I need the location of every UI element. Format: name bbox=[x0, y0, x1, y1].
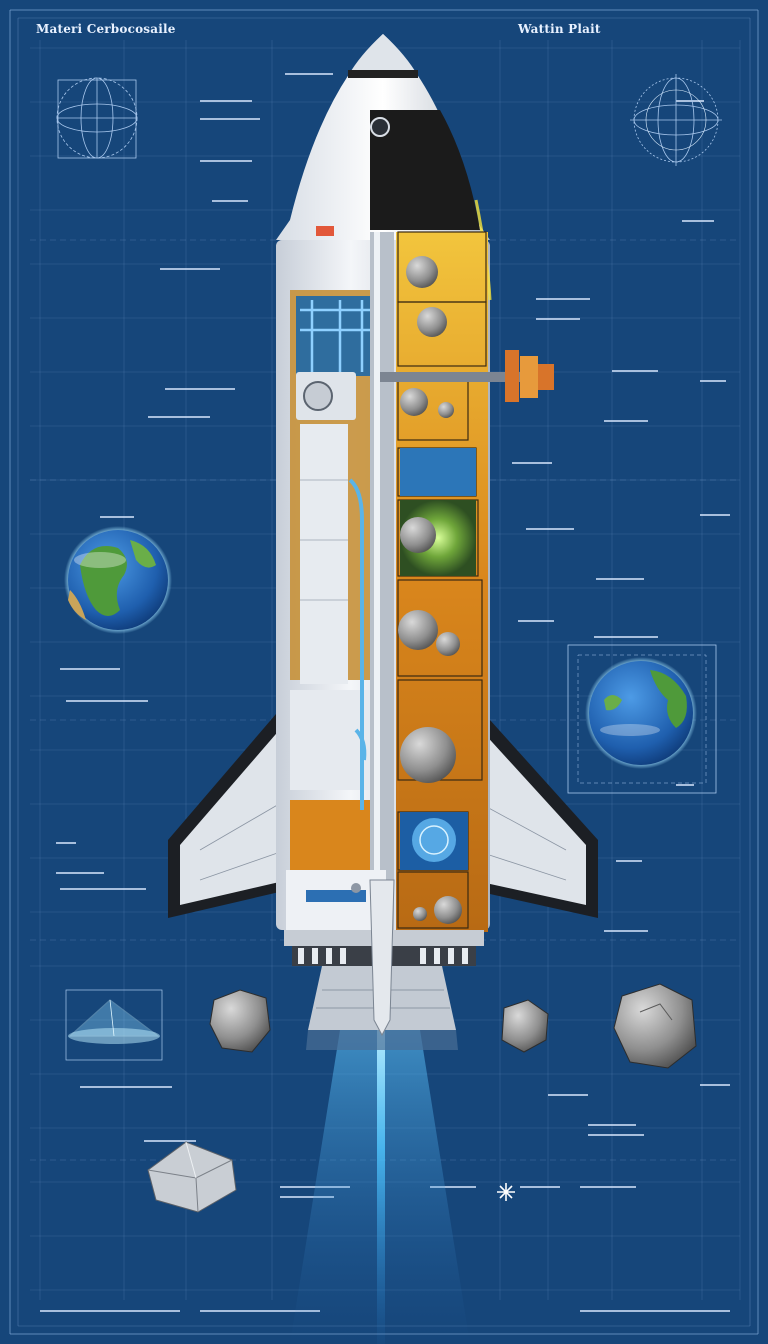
annotation-mark bbox=[604, 420, 648, 422]
poster-title-right: Wattin Plait bbox=[518, 22, 601, 36]
rocket-illustration bbox=[168, 34, 598, 1050]
annotation-mark bbox=[604, 930, 648, 932]
annotation-mark bbox=[526, 528, 574, 530]
wireframe-globe-icon bbox=[56, 77, 138, 159]
annotation-mark bbox=[280, 1196, 334, 1198]
poster-title-left: Materi Cerbocosaile bbox=[36, 22, 176, 36]
annotation-mark bbox=[520, 1186, 560, 1188]
annotation-mark bbox=[518, 620, 554, 622]
crystal-dome-icon bbox=[65, 989, 163, 1061]
annotation-mark bbox=[212, 200, 248, 202]
annotation-mark bbox=[60, 668, 120, 670]
annotation-mark bbox=[548, 1094, 588, 1096]
annotation-mark bbox=[66, 700, 148, 702]
annotation-mark bbox=[200, 100, 252, 102]
world-globe-icon bbox=[567, 644, 717, 794]
annotation-mark bbox=[56, 842, 76, 844]
annotation-mark bbox=[588, 1124, 636, 1126]
annotation-mark bbox=[200, 1310, 320, 1312]
annotation-mark bbox=[676, 784, 694, 786]
annotation-mark bbox=[512, 462, 552, 464]
annotation-mark bbox=[56, 872, 104, 874]
annotation-mark bbox=[148, 416, 210, 418]
annotation-mark bbox=[580, 1186, 636, 1188]
annotation-mark bbox=[80, 1086, 172, 1088]
annotation-mark bbox=[700, 514, 730, 516]
annotation-mark bbox=[616, 860, 642, 862]
annotation-mark bbox=[682, 220, 714, 222]
annotation-mark bbox=[536, 298, 590, 300]
annotation-mark bbox=[144, 1140, 196, 1142]
annotation-mark bbox=[200, 118, 260, 120]
annotation-lines bbox=[40, 73, 730, 1312]
annotation-mark bbox=[200, 160, 252, 162]
annotation-mark bbox=[40, 1310, 180, 1312]
earth-globe-icon bbox=[64, 526, 172, 634]
annotation-mark bbox=[596, 578, 644, 580]
annotation-mark bbox=[165, 388, 235, 390]
annotation-mark bbox=[580, 1310, 730, 1312]
asteroid-rock-icon bbox=[501, 999, 549, 1053]
annotation-mark bbox=[536, 318, 580, 320]
annotation-mark bbox=[160, 268, 220, 270]
annotation-mark bbox=[100, 516, 134, 518]
faceted-stone-icon bbox=[147, 1141, 237, 1213]
asteroid-rock-icon bbox=[209, 989, 271, 1053]
annotation-mark bbox=[612, 370, 658, 372]
wireframe-globe-icon bbox=[630, 74, 722, 166]
annotation-mark bbox=[60, 888, 146, 890]
annotation-mark bbox=[676, 100, 704, 102]
engine-exhaust bbox=[290, 1020, 470, 1344]
annotation-mark bbox=[594, 636, 658, 638]
annotation-mark bbox=[588, 1134, 644, 1136]
annotation-mark bbox=[285, 73, 333, 75]
annotation-mark bbox=[700, 1084, 730, 1086]
snowflake-icon bbox=[497, 1183, 515, 1201]
annotation-mark bbox=[700, 380, 726, 382]
asteroid-rock-icon bbox=[613, 983, 697, 1069]
annotation-mark bbox=[430, 1186, 476, 1188]
